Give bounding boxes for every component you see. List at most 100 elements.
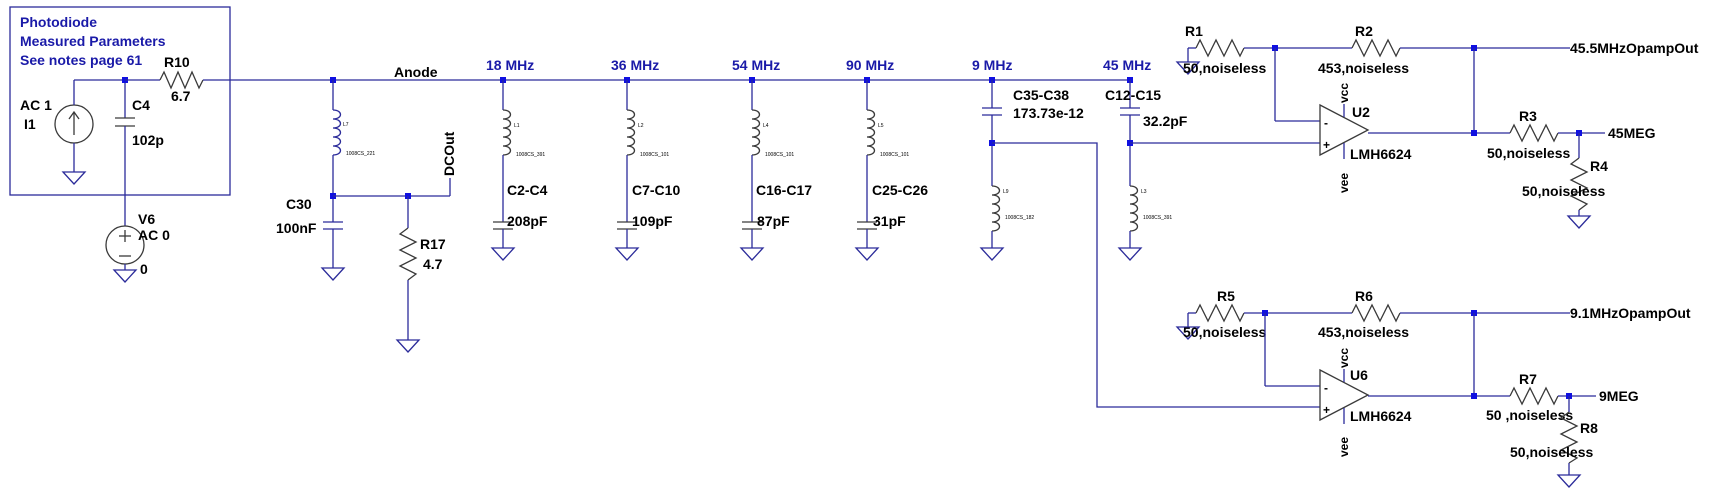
u6-minus-pin: - bbox=[1324, 381, 1328, 395]
inductor-l2 bbox=[626, 109, 636, 156]
u6-plus-pin: + bbox=[1323, 403, 1330, 417]
resistor-r3 bbox=[1509, 123, 1559, 143]
c2-c4-value: 208pF bbox=[507, 213, 548, 229]
r7-name: R7 bbox=[1519, 371, 1537, 387]
u6-output-label: 9.1MHzOpampOut bbox=[1570, 305, 1691, 321]
c30-name: C30 bbox=[286, 196, 312, 212]
u2-minus-pin: - bbox=[1324, 116, 1328, 130]
wire-9mhz-to-u6 bbox=[992, 142, 1320, 408]
note-box bbox=[9, 6, 231, 196]
l9-model: 1008CS_182 bbox=[1005, 215, 1034, 221]
r10-name: R10 bbox=[164, 54, 190, 70]
l2-model: 1008CS_101 bbox=[640, 152, 669, 158]
l7-name: L7 bbox=[343, 122, 349, 128]
r7-value: 50 ,noiseless bbox=[1486, 407, 1573, 423]
c7-c10-value: 109pF bbox=[632, 213, 673, 229]
freq-label-18mhz: 18 MHz bbox=[486, 57, 534, 73]
c12-c15-name: C12-C15 bbox=[1105, 87, 1161, 103]
i1-ac-label: AC 1 bbox=[20, 97, 52, 113]
r4-name: R4 bbox=[1590, 158, 1608, 174]
resistor-r4 bbox=[1569, 157, 1589, 211]
inductor-l3 bbox=[1129, 185, 1139, 232]
l3-model: 1008CS_391 bbox=[1143, 215, 1172, 221]
note-line-1: Photodiode bbox=[20, 14, 97, 30]
r8-value: 50,noiseless bbox=[1510, 444, 1593, 460]
l4-name: L4 bbox=[763, 123, 769, 129]
lc-branch-90mhz bbox=[855, 77, 879, 261]
r17-name: R17 bbox=[420, 236, 446, 252]
inductor-l4 bbox=[751, 109, 761, 156]
u6-model: LMH6624 bbox=[1350, 408, 1412, 424]
u6-meg-label: 9MEG bbox=[1599, 388, 1639, 404]
opamp-u2 bbox=[1319, 103, 1370, 157]
inductor-l9 bbox=[991, 185, 1001, 232]
net-anode-label: Anode bbox=[394, 64, 438, 80]
resistor-r6 bbox=[1351, 303, 1401, 323]
resistor-r1 bbox=[1195, 38, 1245, 58]
c2-c4-name: C2-C4 bbox=[507, 182, 548, 198]
capacitor-c35-c38 bbox=[982, 107, 1002, 116]
opamp-u6 bbox=[1319, 368, 1370, 422]
v6-node: 0 bbox=[140, 261, 148, 277]
ground-symbol bbox=[62, 171, 86, 185]
u2-name: U2 bbox=[1352, 104, 1370, 120]
u2-vee-label: vee bbox=[1337, 173, 1351, 193]
resistor-r5 bbox=[1195, 303, 1245, 323]
resistor-r17 bbox=[398, 227, 418, 281]
freq-label-9mhz: 9 MHz bbox=[972, 57, 1012, 73]
l1-name: L1 bbox=[514, 123, 520, 129]
c25-c26-name: C25-C26 bbox=[872, 182, 928, 198]
l5-name: L5 bbox=[878, 123, 884, 129]
c35-c38-name: C35-C38 bbox=[1013, 87, 1069, 103]
v6-value: AC 0 bbox=[138, 227, 170, 243]
resistor-r2 bbox=[1351, 38, 1401, 58]
capacitor-c30 bbox=[323, 221, 343, 230]
c25-c26-value: 31pF bbox=[873, 213, 906, 229]
inductor-l1 bbox=[502, 109, 512, 156]
r2-name: R2 bbox=[1355, 23, 1373, 39]
r2-value: 453,noiseless bbox=[1318, 60, 1409, 76]
note-line-3: See notes page 61 bbox=[20, 52, 142, 68]
resistor-r8 bbox=[1559, 411, 1579, 464]
capacitor-c4 bbox=[115, 117, 135, 127]
lc-branch-18mhz bbox=[491, 77, 515, 261]
v6-name: V6 bbox=[138, 211, 155, 227]
c4-value: 102p bbox=[132, 132, 164, 148]
c16-c17-value: 87pF bbox=[757, 213, 790, 229]
r8-name: R8 bbox=[1580, 420, 1598, 436]
capacitor-c12-c15 bbox=[1120, 107, 1140, 116]
r17-value: 4.7 bbox=[423, 256, 443, 272]
u6-vcc-label: vcc bbox=[1337, 348, 1351, 368]
u6-vee-label: vee bbox=[1337, 437, 1351, 457]
note-line-2: Measured Parameters bbox=[20, 33, 166, 49]
current-source-i1 bbox=[54, 104, 94, 144]
freq-label-54mhz: 54 MHz bbox=[732, 57, 780, 73]
net-dcout-label: DCOut bbox=[441, 131, 457, 176]
l2-name: L2 bbox=[638, 123, 644, 129]
inductor-l5 bbox=[866, 109, 876, 156]
freq-label-36mhz: 36 MHz bbox=[611, 57, 659, 73]
r10-value: 6.7 bbox=[171, 88, 191, 104]
u2-model: LMH6624 bbox=[1350, 146, 1412, 162]
c4-name: C4 bbox=[132, 97, 150, 113]
c12-c15-value: 32.2pF bbox=[1143, 113, 1188, 129]
r6-value: 453,noiseless bbox=[1318, 324, 1409, 340]
i1-name-label: I1 bbox=[24, 116, 36, 132]
resistor-r10 bbox=[159, 70, 204, 90]
l5-model: 1008CS_101 bbox=[880, 152, 909, 158]
u6-name: U6 bbox=[1350, 367, 1368, 383]
r6-name: R6 bbox=[1355, 288, 1373, 304]
lc-branch-36mhz bbox=[615, 77, 639, 261]
r3-name: R3 bbox=[1519, 108, 1537, 124]
u2-output-label: 45.5MHzOpampOut bbox=[1570, 40, 1699, 56]
r5-value: 50,noiseless bbox=[1183, 324, 1266, 340]
l3-name: L3 bbox=[1141, 189, 1147, 195]
lc-branch-54mhz bbox=[740, 77, 764, 261]
l1-model: 1008CS_391 bbox=[516, 152, 545, 158]
l9-name: L9 bbox=[1003, 189, 1009, 195]
r1-name: R1 bbox=[1185, 23, 1203, 39]
r3-value: 50,noiseless bbox=[1487, 145, 1570, 161]
c16-c17-name: C16-C17 bbox=[756, 182, 812, 198]
u2-meg-label: 45MEG bbox=[1608, 125, 1656, 141]
